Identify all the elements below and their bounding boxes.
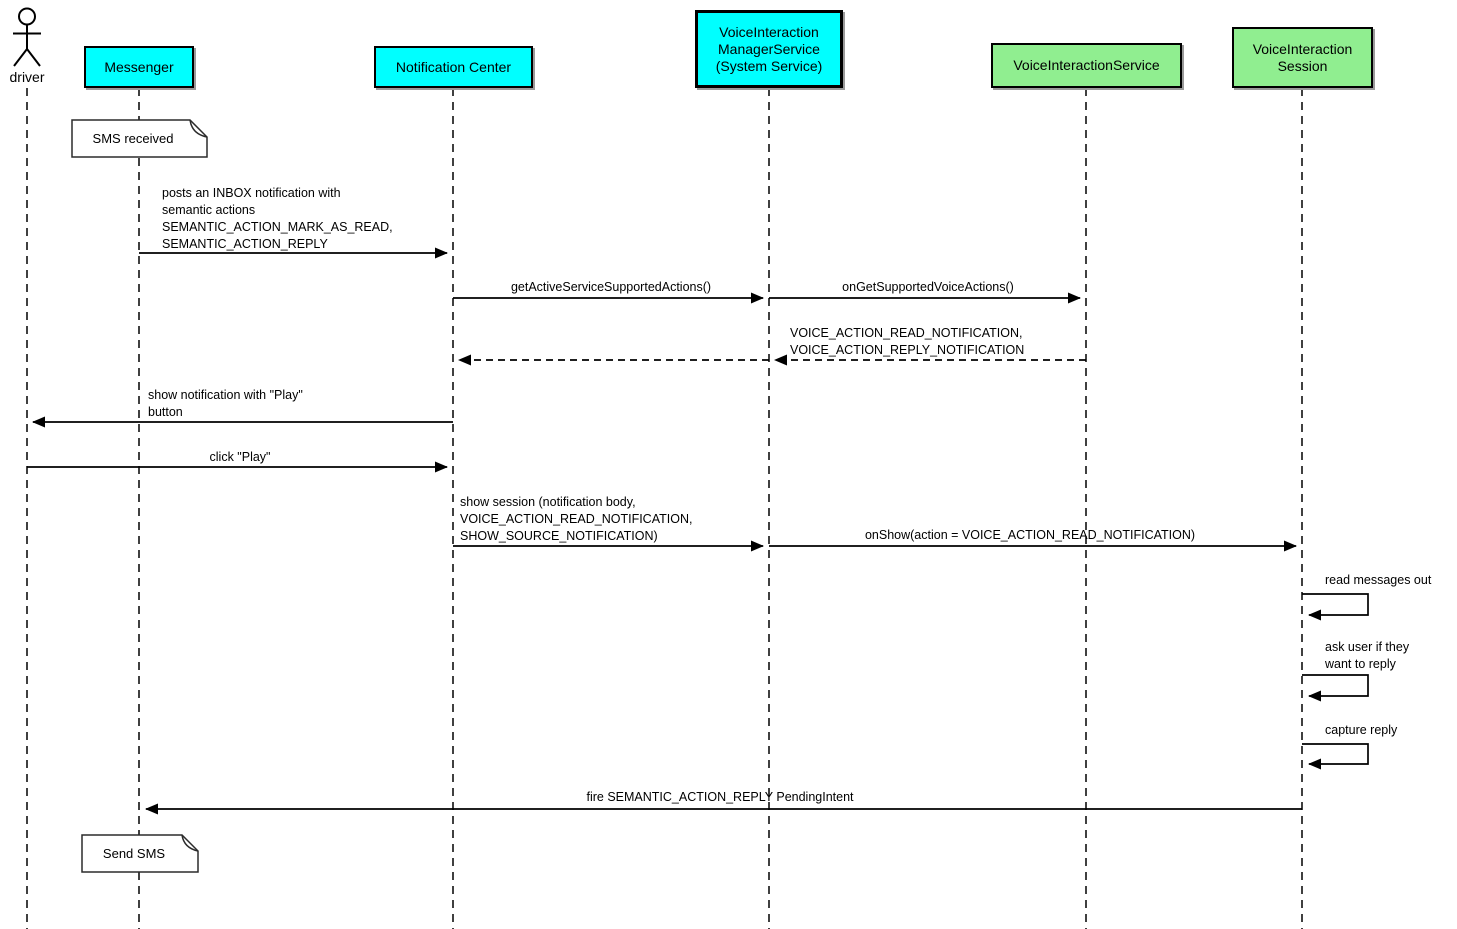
actor-label: driver: [9, 69, 45, 85]
arrow-self-capture-reply: [1302, 743, 1369, 770]
note-fold-sms-received: [189, 119, 208, 138]
message-label-show-session: show session (notification body, VOICE_A…: [460, 495, 693, 543]
message-label-read-messages-out: read messages out: [1325, 573, 1432, 587]
participant-voiceinteractionservice: VoiceInteractionService: [991, 43, 1182, 88]
participant-notification-center: Notification Center: [374, 46, 533, 88]
arrow-self-read-messages-out: [1302, 593, 1369, 621]
note-shape-sms-received: [71, 119, 208, 158]
participant-voiceinteraction-session: VoiceInteraction Session: [1232, 27, 1373, 88]
note-shape-send-sms: [81, 834, 199, 873]
participant-voiceinteraction-managerservice: VoiceInteraction ManagerService (System …: [695, 10, 843, 88]
message-label-ask-user-reply: ask user if they want to reply: [1325, 640, 1410, 671]
message-label-capture-reply: capture reply: [1325, 723, 1398, 737]
note-fold-send-sms: [181, 834, 199, 852]
arrow-self-ask-user-reply: [1302, 674, 1369, 702]
participant-messenger: Messenger: [84, 46, 194, 88]
message-label-posts-inbox-notification: posts an INBOX notification with semanti…: [162, 186, 393, 251]
note-sms-received: SMS received: [92, 131, 174, 146]
note-send-sms: Send SMS: [102, 846, 166, 861]
message-label-click-play: click "Play": [209, 450, 271, 464]
message-label-fire-semantic-action-reply: fire SEMANTIC_ACTION_REPLY PendingIntent: [586, 790, 854, 804]
message-label-get-active-service-supported-actions: getActiveServiceSupportedActions(): [510, 280, 712, 294]
message-label-show-notification-play: show notification with "Play" button: [148, 388, 303, 419]
actor-icon: [13, 7, 41, 67]
message-label-on-show: onShow(action = VOICE_ACTION_READ_NOTIFI…: [864, 528, 1196, 542]
message-label-return-voice-actions: VOICE_ACTION_READ_NOTIFICATION, VOICE_AC…: [790, 326, 1025, 357]
message-label-on-get-supported-voice-actions: onGetSupportedVoiceActions(): [842, 280, 1014, 294]
